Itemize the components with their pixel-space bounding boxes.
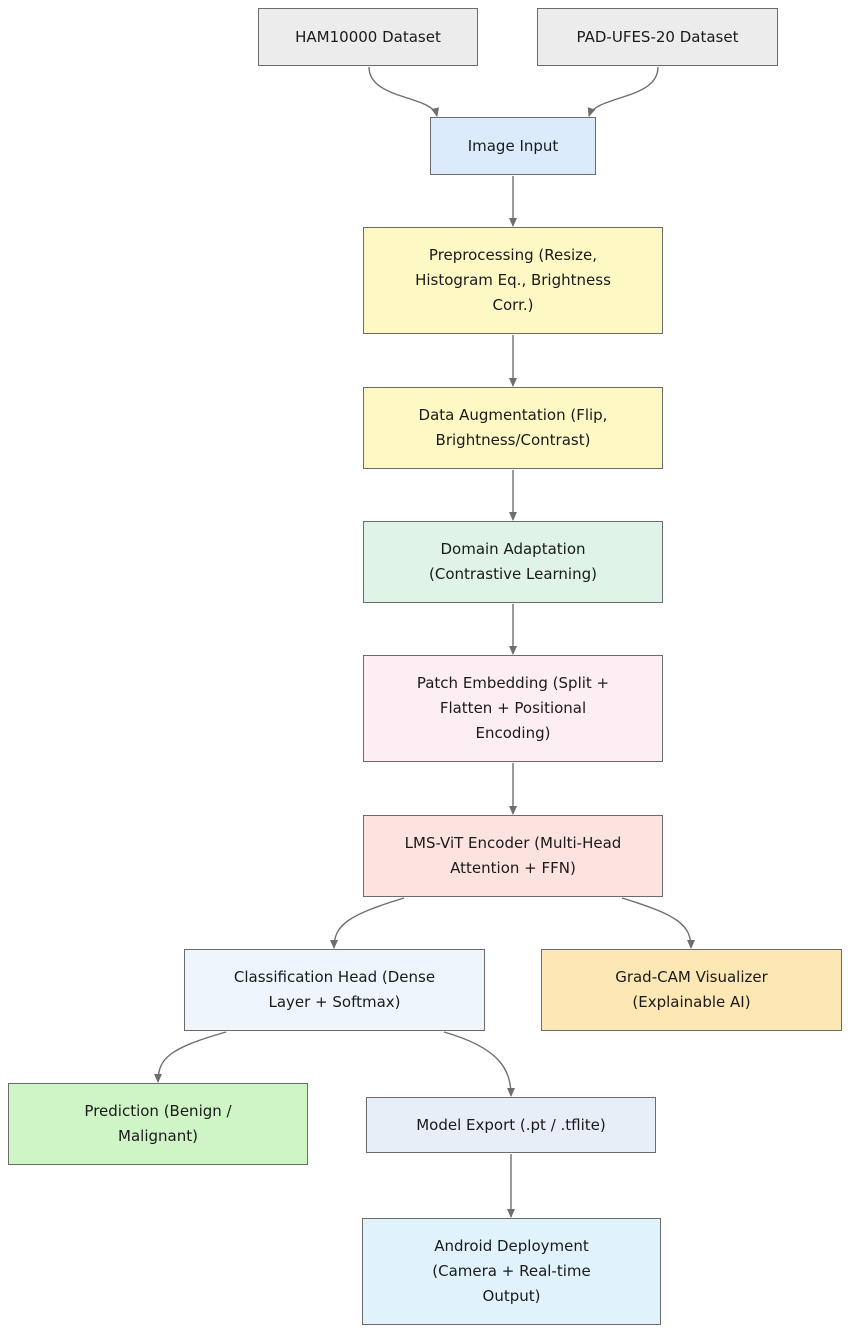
node-label: Grad-CAM Visualizer (Explainable AI) bbox=[615, 968, 768, 1011]
node-image-input: Image Input bbox=[430, 117, 596, 175]
edge-cls-to-export bbox=[443, 1031, 515, 1097]
node-preprocessing: Preprocessing (Resize, Histogram Eq., Br… bbox=[363, 227, 663, 334]
edge-ham-to-input bbox=[368, 66, 440, 117]
edge-enc-to-grad bbox=[621, 897, 695, 949]
node-label: Android Deployment (Camera + Real-time O… bbox=[432, 1237, 591, 1305]
node-pad-ufes-20-dataset: PAD-UFES-20 Dataset bbox=[537, 8, 778, 66]
node-label: Patch Embedding (Split + Flatten + Posit… bbox=[416, 674, 610, 742]
node-grad-cam-visualizer: Grad-CAM Visualizer (Explainable AI) bbox=[541, 949, 842, 1031]
node-patch-embedding: Patch Embedding (Split + Flatten + Posit… bbox=[363, 655, 663, 762]
edge-cls-to-pred bbox=[154, 1031, 227, 1083]
node-domain-adaptation: Domain Adaptation (Contrastive Learning) bbox=[363, 521, 663, 603]
node-label: LMS-ViT Encoder (Multi-Head Attention + … bbox=[404, 834, 622, 877]
node-label: Classification Head (Dense Layer + Softm… bbox=[233, 968, 436, 1011]
node-label: Domain Adaptation (Contrastive Learning) bbox=[429, 540, 597, 583]
edge-enc-to-cls bbox=[330, 897, 405, 949]
node-label: Image Input bbox=[467, 136, 559, 155]
node-lms-vit-encoder: LMS-ViT Encoder (Multi-Head Attention + … bbox=[363, 815, 663, 897]
node-android-deployment: Android Deployment (Camera + Real-time O… bbox=[362, 1218, 661, 1325]
node-classification-head: Classification Head (Dense Layer + Softm… bbox=[184, 949, 485, 1031]
node-prediction: Prediction (Benign / Malignant) bbox=[8, 1083, 308, 1165]
node-label: Data Augmentation (Flip, Brightness/Cont… bbox=[418, 406, 608, 449]
node-label: PAD-UFES-20 Dataset bbox=[576, 27, 739, 46]
node-label: Preprocessing (Resize, Histogram Eq., Br… bbox=[415, 246, 611, 314]
node-model-export: Model Export (.pt / .tflite) bbox=[366, 1097, 656, 1153]
node-data-augmentation: Data Augmentation (Flip, Brightness/Cont… bbox=[363, 387, 663, 469]
node-label: Model Export (.pt / .tflite) bbox=[416, 1115, 606, 1134]
edge-pad-to-input bbox=[587, 66, 659, 117]
node-label: Prediction (Benign / Malignant) bbox=[84, 1102, 232, 1145]
node-label: HAM10000 Dataset bbox=[295, 27, 441, 46]
node-ham10000-dataset: HAM10000 Dataset bbox=[258, 8, 478, 66]
